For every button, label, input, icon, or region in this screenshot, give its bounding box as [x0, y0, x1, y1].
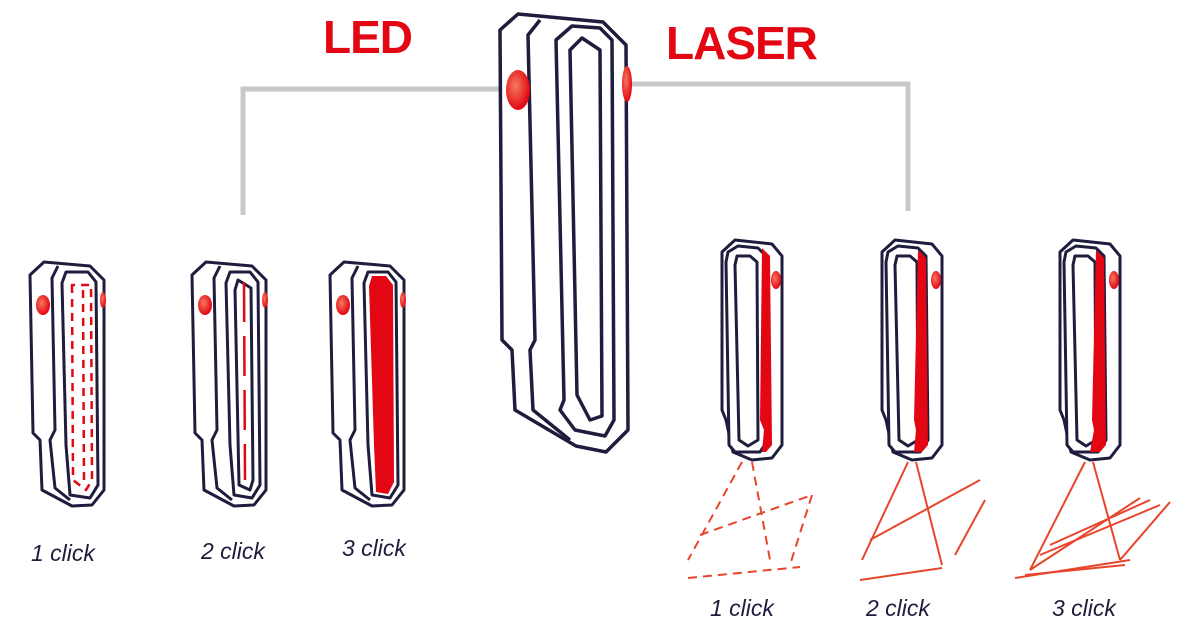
laser-projection-3 [1014, 461, 1171, 579]
led-caption-1: 1 click [31, 540, 95, 566]
lens-dot-icon [506, 70, 530, 110]
lens-dot-icon [622, 66, 632, 102]
led-title: LED [323, 11, 413, 63]
led-device-2 [190, 260, 268, 508]
led-device-3 [328, 260, 406, 508]
lens-dot-icon [36, 295, 50, 315]
lens-dot-icon [931, 271, 941, 289]
lens-dot-icon [100, 292, 106, 308]
laser-device-1 [720, 238, 784, 462]
laser-projection-2 [859, 461, 986, 581]
main-device [498, 12, 632, 454]
laser-caption-3: 3 click [1052, 595, 1116, 621]
laser-title: LASER [666, 17, 818, 69]
led-caption-3: 3 click [342, 535, 406, 561]
laser-projection-1 [687, 461, 813, 579]
lens-dot-icon [336, 295, 350, 315]
lens-dot-icon [400, 292, 406, 308]
led-device-1 [28, 260, 106, 508]
lens-dot-icon [262, 292, 268, 308]
laser-connector [630, 81, 911, 211]
lens-dot-icon [198, 295, 212, 315]
lens-dot-icon [1109, 271, 1119, 289]
lens-dot-icon [771, 271, 781, 289]
laser-device-3 [1058, 238, 1122, 462]
laser-caption-1: 1 click [710, 595, 774, 621]
laser-caption-2: 2 click [866, 595, 930, 621]
led-caption-2: 2 click [201, 538, 265, 564]
led-connector [240, 86, 508, 215]
laser-device-2 [880, 238, 944, 462]
